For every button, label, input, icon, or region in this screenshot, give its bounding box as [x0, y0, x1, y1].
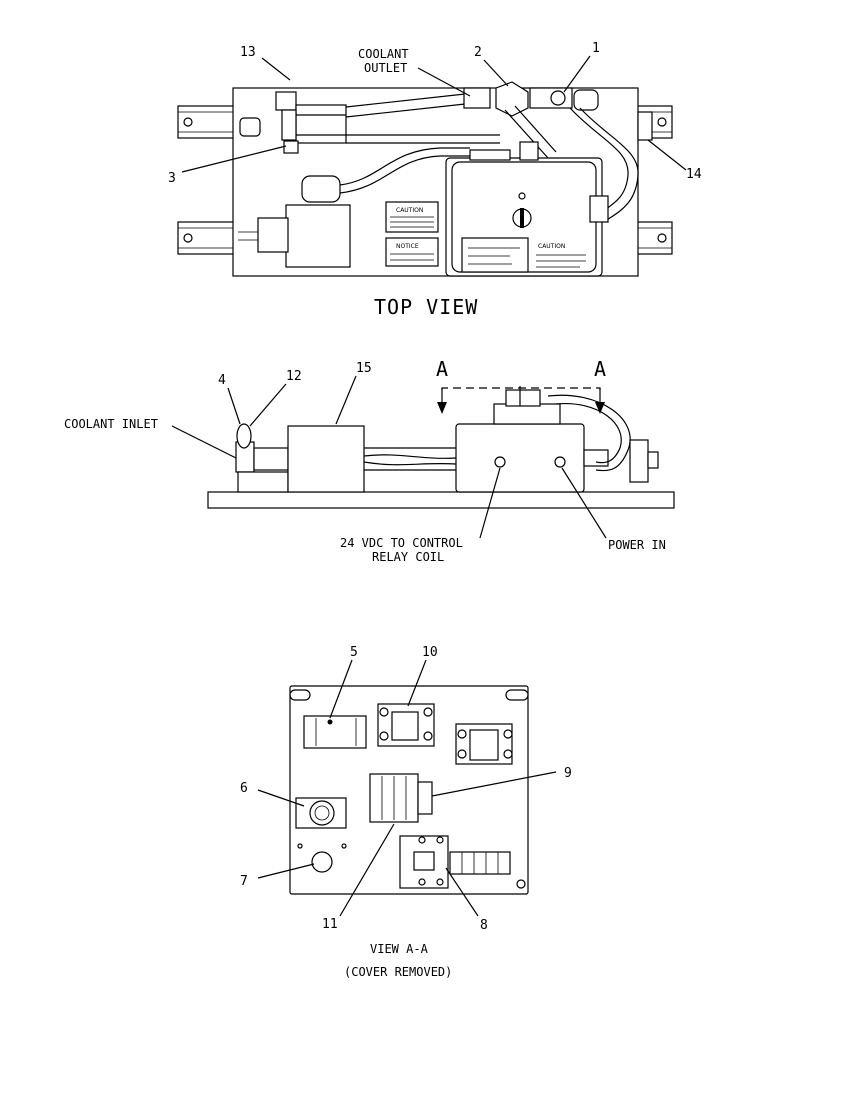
callout-6: 6 [240, 781, 248, 796]
coolant-piping [239, 81, 653, 223]
callout-10: 10 [422, 645, 438, 660]
caution-label-right: CAUTION [538, 243, 565, 250]
callout-8: 8 [480, 918, 488, 933]
callout-9: 9 [564, 766, 572, 781]
callout-13: 13 [240, 45, 256, 60]
view-a-a-title: VIEW A-A [370, 942, 429, 956]
coolant-outlet-line2: OUTLET [364, 61, 407, 75]
callout-3: 3 [168, 171, 176, 186]
control-box: CAUTION [445, 141, 609, 277]
callout-12: 12 [286, 369, 302, 384]
view-a-a-callouts: 5 10 9 6 7 11 8 [240, 645, 572, 933]
control-relay-line1: 24 VDC TO CONTROL [340, 536, 463, 550]
side-view-callouts: 4 12 15 COOLANT INLET 24 VDC TO CONTROL … [64, 361, 666, 564]
terminal-9 [417, 781, 433, 815]
top-view-title: TOP VIEW [374, 295, 478, 319]
callout-7: 7 [240, 874, 248, 889]
callout-1: 1 [592, 41, 600, 56]
adjuster-7 [311, 851, 333, 873]
section-a-left: A [436, 357, 449, 381]
top-view: CAUTION NOTICE CAUTION [168, 41, 702, 319]
heater-element-15 [287, 425, 365, 493]
coolant-inlet-label: COOLANT INLET [64, 417, 158, 431]
callout-11: 11 [322, 917, 338, 932]
view-a-a-subtitle: (COVER REMOVED) [344, 965, 452, 979]
callout-14: 14 [686, 167, 702, 182]
side-base-plate [207, 491, 675, 509]
terminal-strip-5 [303, 715, 367, 749]
section-a-right: A [594, 357, 607, 381]
callout-5: 5 [350, 645, 358, 660]
caution-label-left: CAUTION [396, 207, 423, 214]
callout-15: 15 [356, 361, 372, 376]
view-a-a: 5 10 9 6 7 11 8 VIEW A-A (COVER REMOVED) [240, 645, 572, 979]
callout-2: 2 [474, 45, 482, 60]
callout-4: 4 [218, 373, 226, 388]
top-view-callouts: 13 COOLANT OUTLET 2 1 3 14 [168, 41, 702, 186]
lower-left-components: CAUTION NOTICE [238, 201, 439, 268]
control-box-side [455, 423, 585, 493]
side-view: A A 4 12 15 COOLANT INLET 24 VDC TO CONT… [64, 357, 675, 564]
section-a-a-marker: A A [436, 357, 607, 414]
notice-label: NOTICE [396, 243, 419, 250]
power-in-label: POWER IN [608, 538, 666, 552]
coolant-outlet-line1: COOLANT [358, 47, 409, 61]
control-relay-line2: RELAY COIL [372, 550, 444, 564]
